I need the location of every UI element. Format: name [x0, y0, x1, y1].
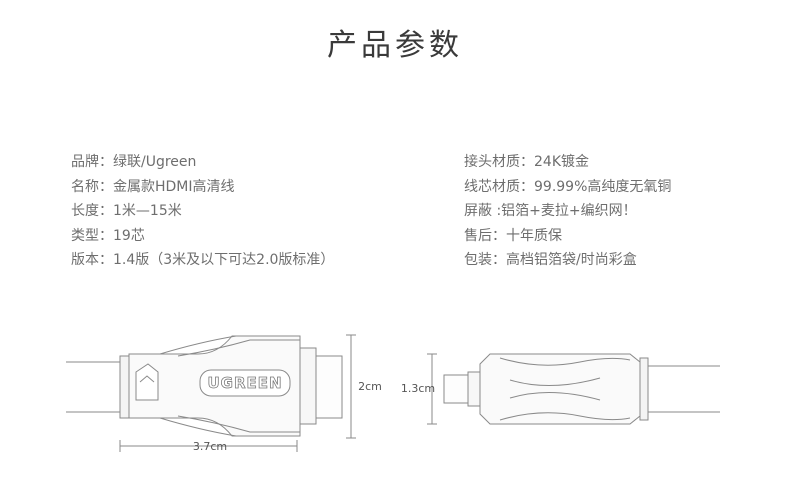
thickness-dimension [427, 353, 437, 425]
spec-brand: 品牌：绿联/Ugreen [71, 154, 197, 170]
left-spec-list: 品牌：绿联/Ugreen 名称：金属款HDMI高清线 长度：1米—15米 类型：… [71, 150, 334, 273]
dim-length-label: 3.7cm [193, 440, 227, 453]
spec-connector-material: 接头材质：24K镀金 [464, 154, 589, 170]
spec-shielding: 屏蔽 :铝箔+麦拉+编织网！ [464, 203, 637, 219]
dim-height-label: 2cm [358, 380, 382, 393]
ugreen-logo: UGREEN [207, 374, 282, 392]
spec-type: 类型：19芯 [71, 227, 145, 244]
spec-length: 长度：1米—15米 [71, 203, 182, 219]
dim-thickness-label: 1.3cm [401, 382, 435, 395]
connector-top-view [443, 353, 720, 425]
spec-name: 名称：金属款HDMI高清线 [71, 178, 235, 195]
height-dimension [346, 334, 356, 439]
page-title: 产品参数 [327, 28, 463, 63]
spec-packaging: 包装：高档铝箔袋/时尚彩盒 [464, 252, 637, 268]
length-dimension [119, 440, 298, 452]
spec-core-material: 线芯材质：99.99%高纯度无氧铜 [464, 178, 672, 195]
connector-side-view [66, 335, 343, 437]
right-spec-list: 接头材质：24K镀金 线芯材质：99.99%高纯度无氧铜 屏蔽 :铝箔+麦拉+编… [464, 150, 671, 273]
spec-warranty: 售后：十年质保 [464, 227, 562, 244]
spec-version: 版本：1.4版（3米及以下可达2.0版标准） [71, 252, 335, 268]
